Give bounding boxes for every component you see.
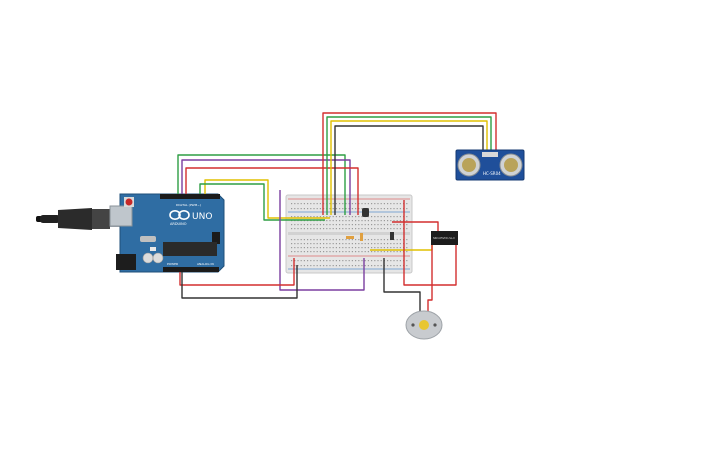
arduino-brand-label: ARDUINO [170, 222, 187, 226]
relay-label: SRD-05VDC-SL-C [433, 236, 455, 240]
wire-sensor-vcc[interactable] [322, 112, 497, 215]
resistor-2[interactable] [360, 233, 363, 241]
digital-header-label: DIGITAL (PWM~) [176, 203, 201, 207]
wire-relay-red[interactable] [392, 221, 439, 233]
relay[interactable]: SRD-05VDC-SL-C [431, 231, 458, 245]
breadboard-components [346, 208, 394, 241]
wire-black-bottom[interactable] [181, 265, 298, 299]
wire-green[interactable] [177, 154, 346, 215]
wire-motor-black[interactable] [383, 258, 421, 313]
transistor[interactable] [362, 208, 369, 217]
wire-sensor-gnd[interactable] [334, 125, 484, 215]
wire-relay-loop[interactable] [403, 200, 457, 286]
ultrasonic-sensor[interactable]: HC-SR04 [455, 149, 525, 181]
analog-header-label: ANALOG IN [197, 262, 214, 266]
wire-sensor-trig[interactable] [326, 116, 492, 215]
power-header-label: POWER [167, 262, 178, 266]
wire-purple-top[interactable] [181, 159, 351, 215]
wire-motor-red[interactable] [427, 245, 433, 313]
arduino-model-label: UNO [192, 212, 212, 222]
wire-sensor-echo[interactable] [330, 120, 488, 215]
sensor-transmitter-icon [457, 153, 481, 177]
wire-red-bottom[interactable] [179, 258, 295, 286]
power-analog-header [163, 267, 219, 272]
reset-button[interactable] [125, 198, 133, 206]
sensor-receiver-icon [499, 153, 523, 177]
usb-jack [109, 205, 133, 227]
resistor-1[interactable] [346, 236, 354, 239]
arduino-logo-icon [169, 210, 190, 221]
atmega-chip [163, 242, 217, 256]
wires [177, 112, 497, 313]
digital-header [160, 194, 220, 199]
power-jack [116, 254, 136, 270]
sensor-model-label: HC-SR04 [483, 171, 501, 176]
wire-green-short[interactable] [199, 183, 325, 221]
usb-cable[interactable] [36, 208, 124, 230]
motor-shaft-icon [419, 320, 429, 330]
diode[interactable] [390, 232, 394, 240]
wire-purple-bottom[interactable] [279, 190, 365, 291]
arduino-uno-board[interactable]: UNO ARDUINO DIGITAL (PWM~) ANALOG IN POW… [109, 193, 225, 273]
dc-motor[interactable] [405, 310, 443, 340]
wire-red-top[interactable] [185, 167, 359, 215]
